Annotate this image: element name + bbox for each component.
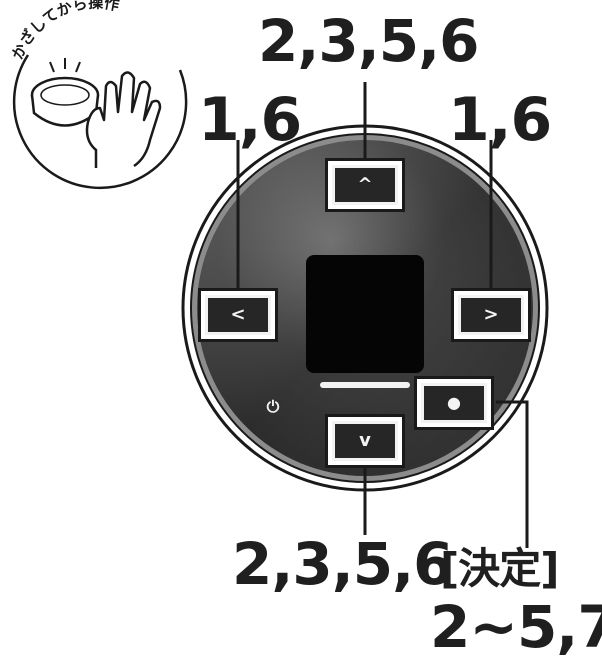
leader-lines [236,82,529,548]
sensor-icon [30,58,100,127]
right-steps-label: 1,6 [448,85,552,155]
left-steps-label: 1,6 [198,85,302,155]
control-dial [181,124,549,492]
hand-icon [85,71,162,168]
chevron-right-icon: > [483,304,499,325]
chevron-up-icon: ^ [357,174,373,195]
display-screen [306,255,424,373]
hover-badge-text: かざしてから操作 [8,0,120,62]
confirm-steps-label: 2~5,7 [430,593,602,661]
hover-badge: かざしてから操作 [8,0,188,190]
svg-text:かざしてから操作: かざしてから操作 [8,0,120,62]
up-steps-label: 2,3,5,6 [258,7,480,75]
left-button[interactable]: < [205,295,271,335]
confirm-button[interactable]: ● [421,383,487,423]
down-steps-label: 2,3,5,6 [232,530,454,598]
chevron-down-icon: v [359,430,371,451]
down-button[interactable]: v [332,421,398,461]
confirm-name-label: [決定] [440,544,559,593]
chevron-left-icon: < [230,304,246,325]
up-button[interactable]: ^ [332,165,398,205]
right-button[interactable]: > [458,295,524,335]
power-icon: ⏻ [266,397,280,416]
power-button[interactable]: ⏻ [262,396,284,418]
dot-icon: ● [447,393,461,412]
indicator-bar [320,382,410,388]
